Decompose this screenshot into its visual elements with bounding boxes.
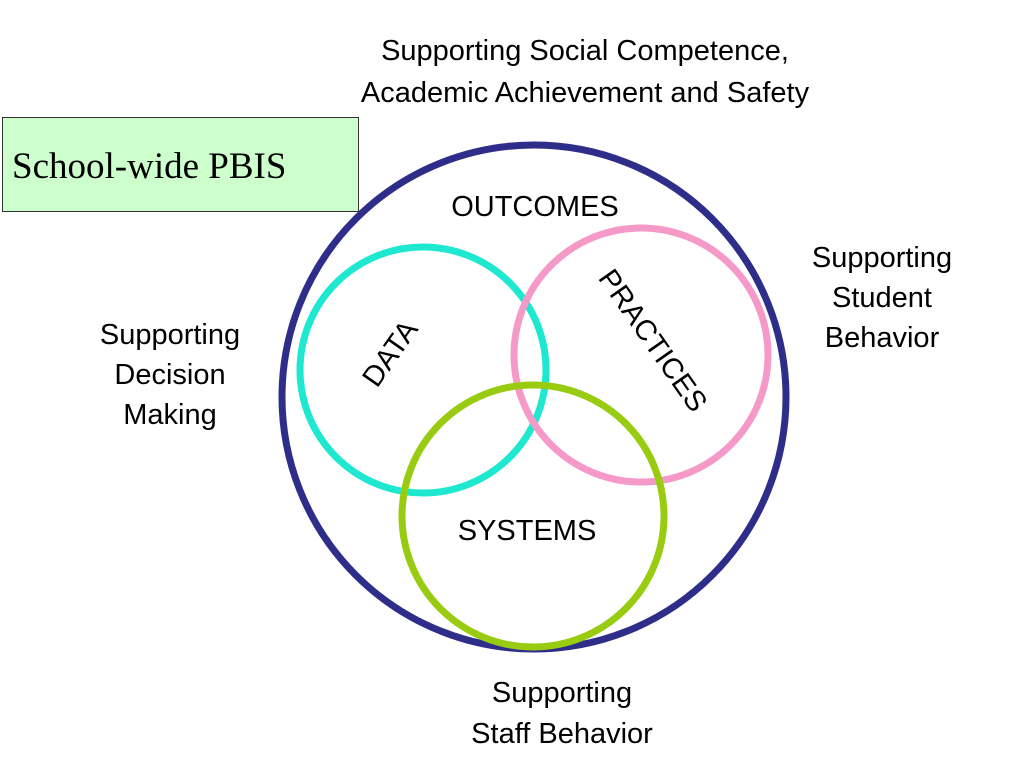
bottom-caption-line-1: Supporting — [491, 677, 633, 709]
left-caption: Supporting Decision Making — [70, 315, 270, 435]
data-circle — [296, 243, 550, 497]
right-caption-line-3: Behavior — [824, 322, 940, 354]
bottom-caption-line-2: Staff Behavior — [471, 718, 653, 750]
right-caption: Supporting Student Behavior — [782, 238, 982, 358]
practices-circle — [510, 224, 772, 486]
data-label: DATA — [357, 314, 425, 393]
practices-label: PRACTICES — [592, 264, 713, 418]
top-caption: Supporting Social Competence, Academic A… — [300, 30, 870, 114]
left-caption-line-2: Decision — [114, 359, 226, 391]
systems-circle — [398, 381, 668, 651]
right-caption-line-1: Supporting — [811, 242, 953, 274]
top-caption-line-1: Supporting Social Competence, — [381, 35, 789, 67]
left-caption-line-3: Making — [123, 399, 217, 431]
title-box — [2, 117, 359, 212]
systems-label: SYSTEMS — [458, 515, 597, 547]
right-caption-line-2: Student — [832, 282, 932, 314]
top-caption-line-2: Academic Achievement and Safety — [360, 77, 810, 109]
left-caption-line-1: Supporting — [99, 319, 241, 351]
slide-title: School-wide PBIS — [12, 146, 287, 187]
outcomes-label: OUTCOMES — [451, 191, 619, 223]
bottom-caption: Supporting Staff Behavior — [430, 673, 694, 755]
